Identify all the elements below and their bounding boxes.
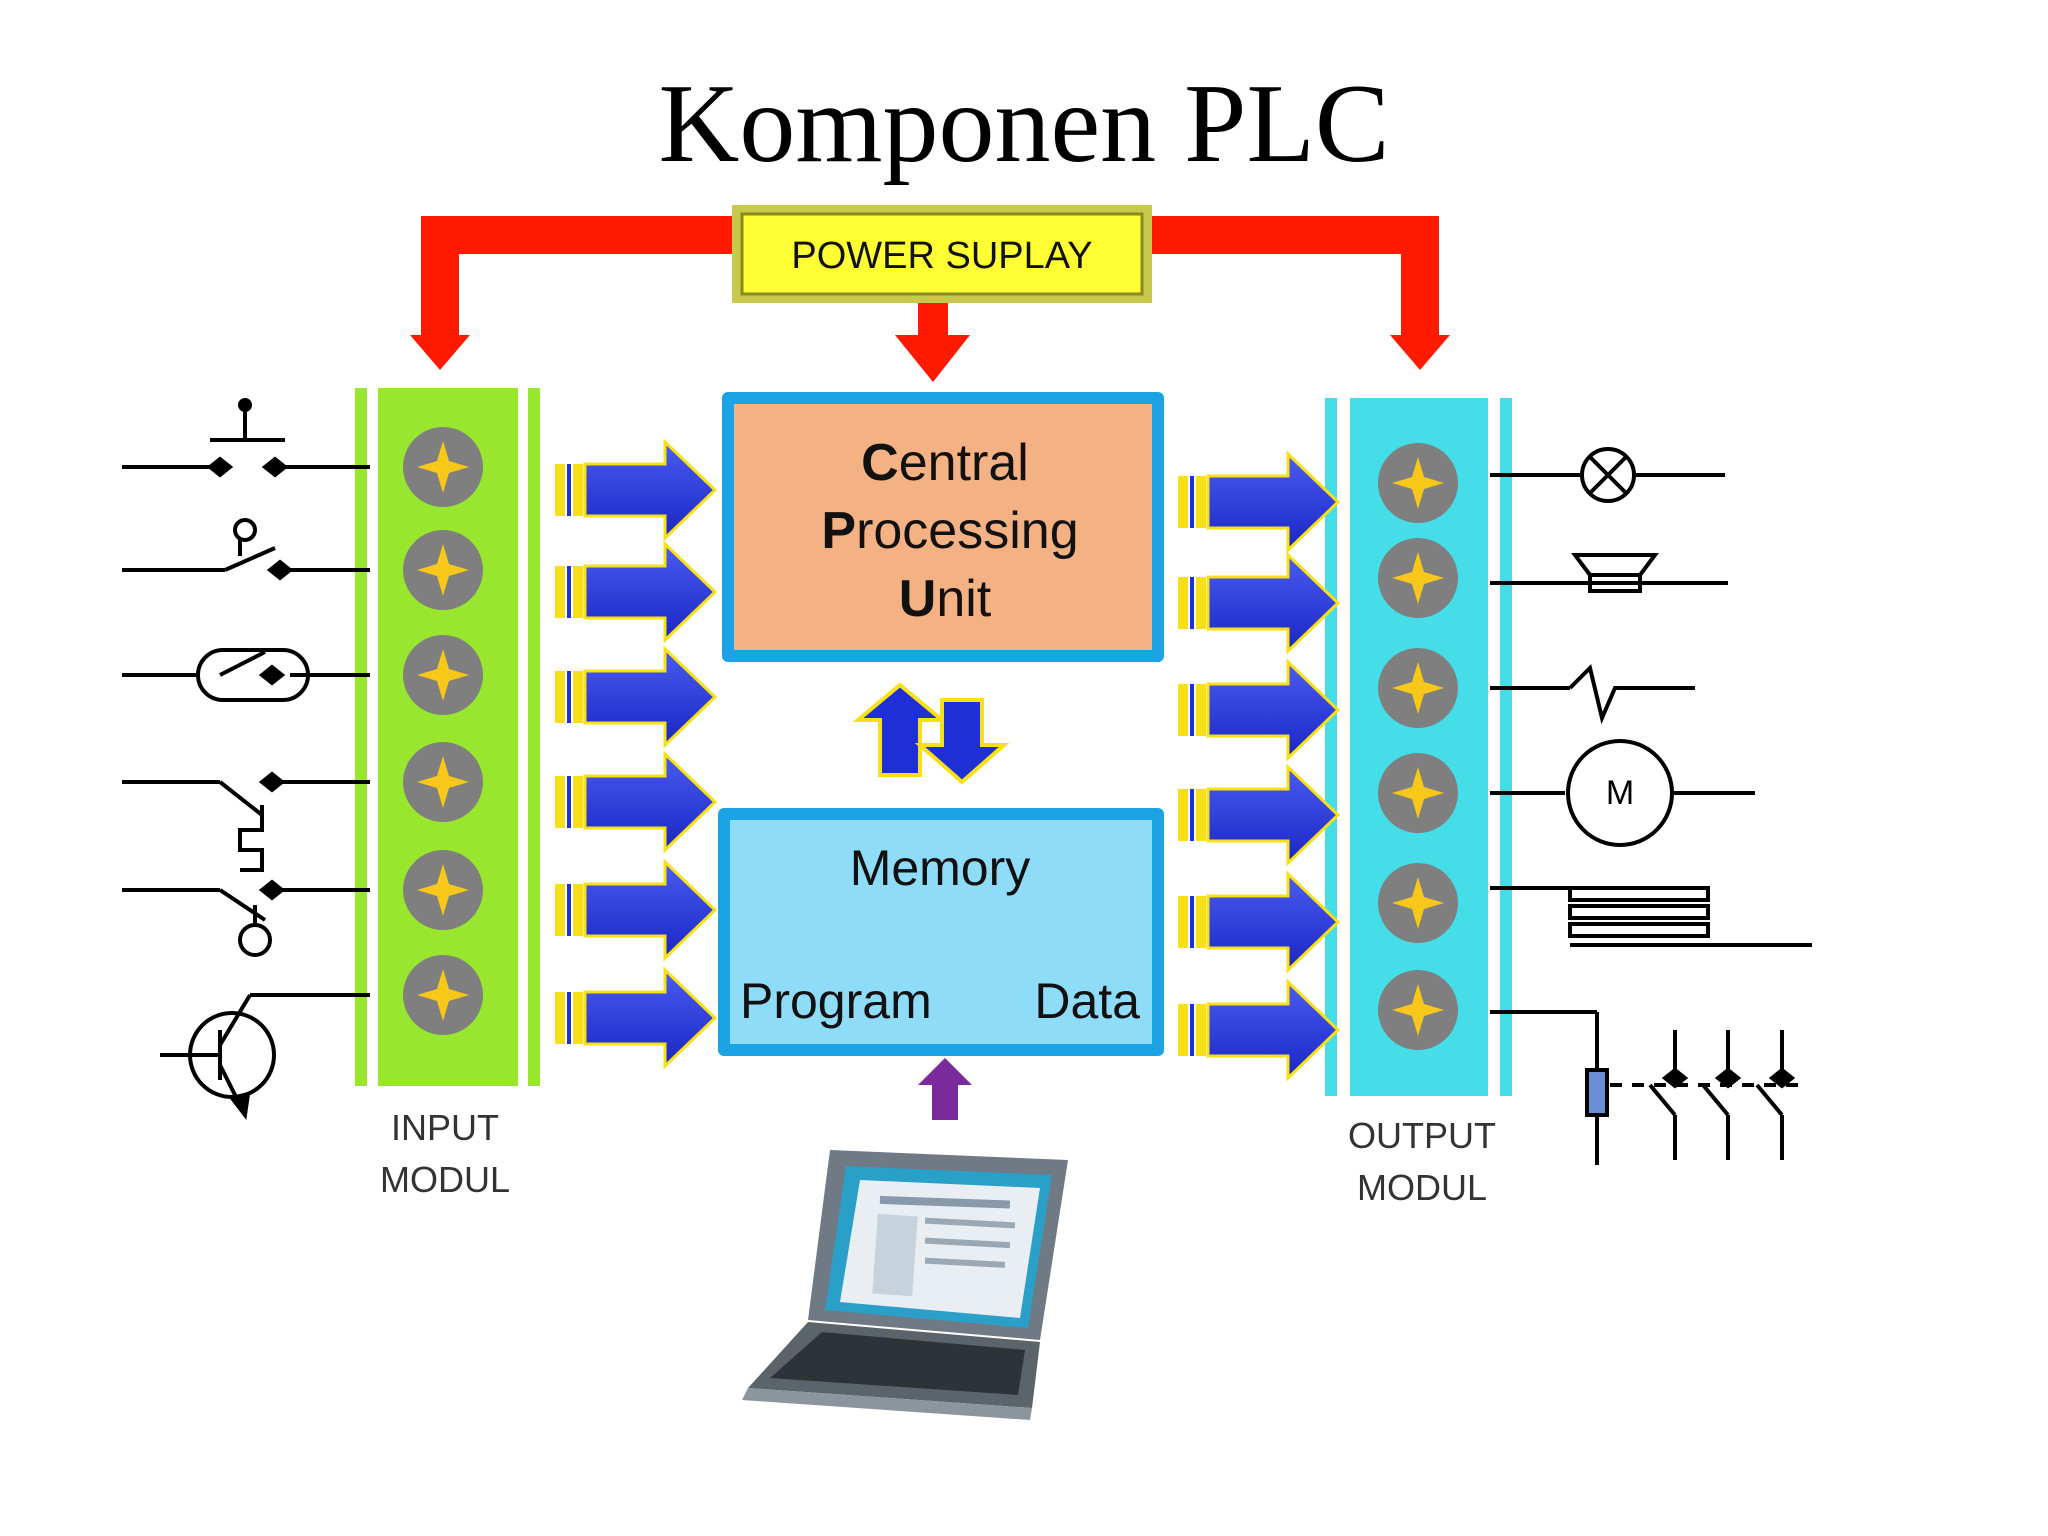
output-terminal <box>1378 863 1458 943</box>
output-signal-arrows <box>1176 452 1340 1080</box>
output-terminal <box>1378 443 1458 523</box>
signal-arrow <box>1176 553 1340 653</box>
input-terminal <box>403 742 483 822</box>
power-arrow-output <box>1390 335 1450 370</box>
output-load-symbols <box>1490 447 1812 1165</box>
signal-arrow <box>1176 452 1340 552</box>
signal-arrow <box>553 860 717 960</box>
programming-arrow <box>918 1058 972 1120</box>
signal-arrow <box>1176 765 1340 865</box>
signal-arrow <box>553 440 717 540</box>
memory-program-label: Program <box>740 973 932 1029</box>
laptop-icon <box>742 1150 1068 1420</box>
input-terminal <box>403 955 483 1035</box>
page-title: Komponen PLC <box>658 62 1390 186</box>
input-signal-arrows <box>553 440 717 1068</box>
signal-arrow <box>553 968 717 1068</box>
input-terminal <box>403 530 483 610</box>
output-module-label-line1: OUTPUT <box>1348 1115 1496 1156</box>
input-terminal <box>403 850 483 930</box>
output-terminal <box>1378 753 1458 833</box>
memory-box: Memory Program Data <box>718 808 1164 1056</box>
input-module-label-line1: INPUT <box>391 1107 499 1148</box>
signal-arrow <box>553 542 717 642</box>
memory-title: Memory <box>850 840 1031 896</box>
cpu-label-line2: Processing <box>821 502 1078 560</box>
cpu-label-line1: Central <box>861 434 1029 492</box>
input-switch-symbols <box>122 398 370 1121</box>
input-module: INPUT MODUL <box>355 388 540 1200</box>
power-arrow-input <box>410 335 470 370</box>
signal-arrow <box>1176 660 1340 760</box>
signal-arrow <box>1176 980 1340 1080</box>
output-module-label-line2: MODUL <box>1357 1167 1487 1208</box>
output-terminal <box>1378 648 1458 728</box>
signal-arrow <box>553 647 717 747</box>
memory-data-label: Data <box>1034 973 1140 1029</box>
power-distribution: POWER SUPLAY <box>410 205 1450 382</box>
input-terminal <box>403 635 483 715</box>
input-terminal <box>403 427 483 507</box>
power-arrow-cpu <box>895 335 970 382</box>
power-supply-label: POWER SUPLAY <box>791 235 1092 277</box>
motor-label: M <box>1606 774 1634 812</box>
power-supply-box: POWER SUPLAY <box>732 205 1152 303</box>
cpu-label-line3: Unit <box>899 570 992 628</box>
input-module-label-line2: MODUL <box>380 1159 510 1200</box>
cpu-memory-arrows <box>852 682 1010 785</box>
cpu-box: Central Processing Unit <box>722 392 1164 662</box>
output-module: OUTPUT MODUL <box>1325 398 1512 1208</box>
signal-arrow <box>1176 872 1340 972</box>
output-terminal <box>1378 970 1458 1050</box>
signal-arrow <box>553 752 717 852</box>
output-terminal <box>1378 538 1458 618</box>
